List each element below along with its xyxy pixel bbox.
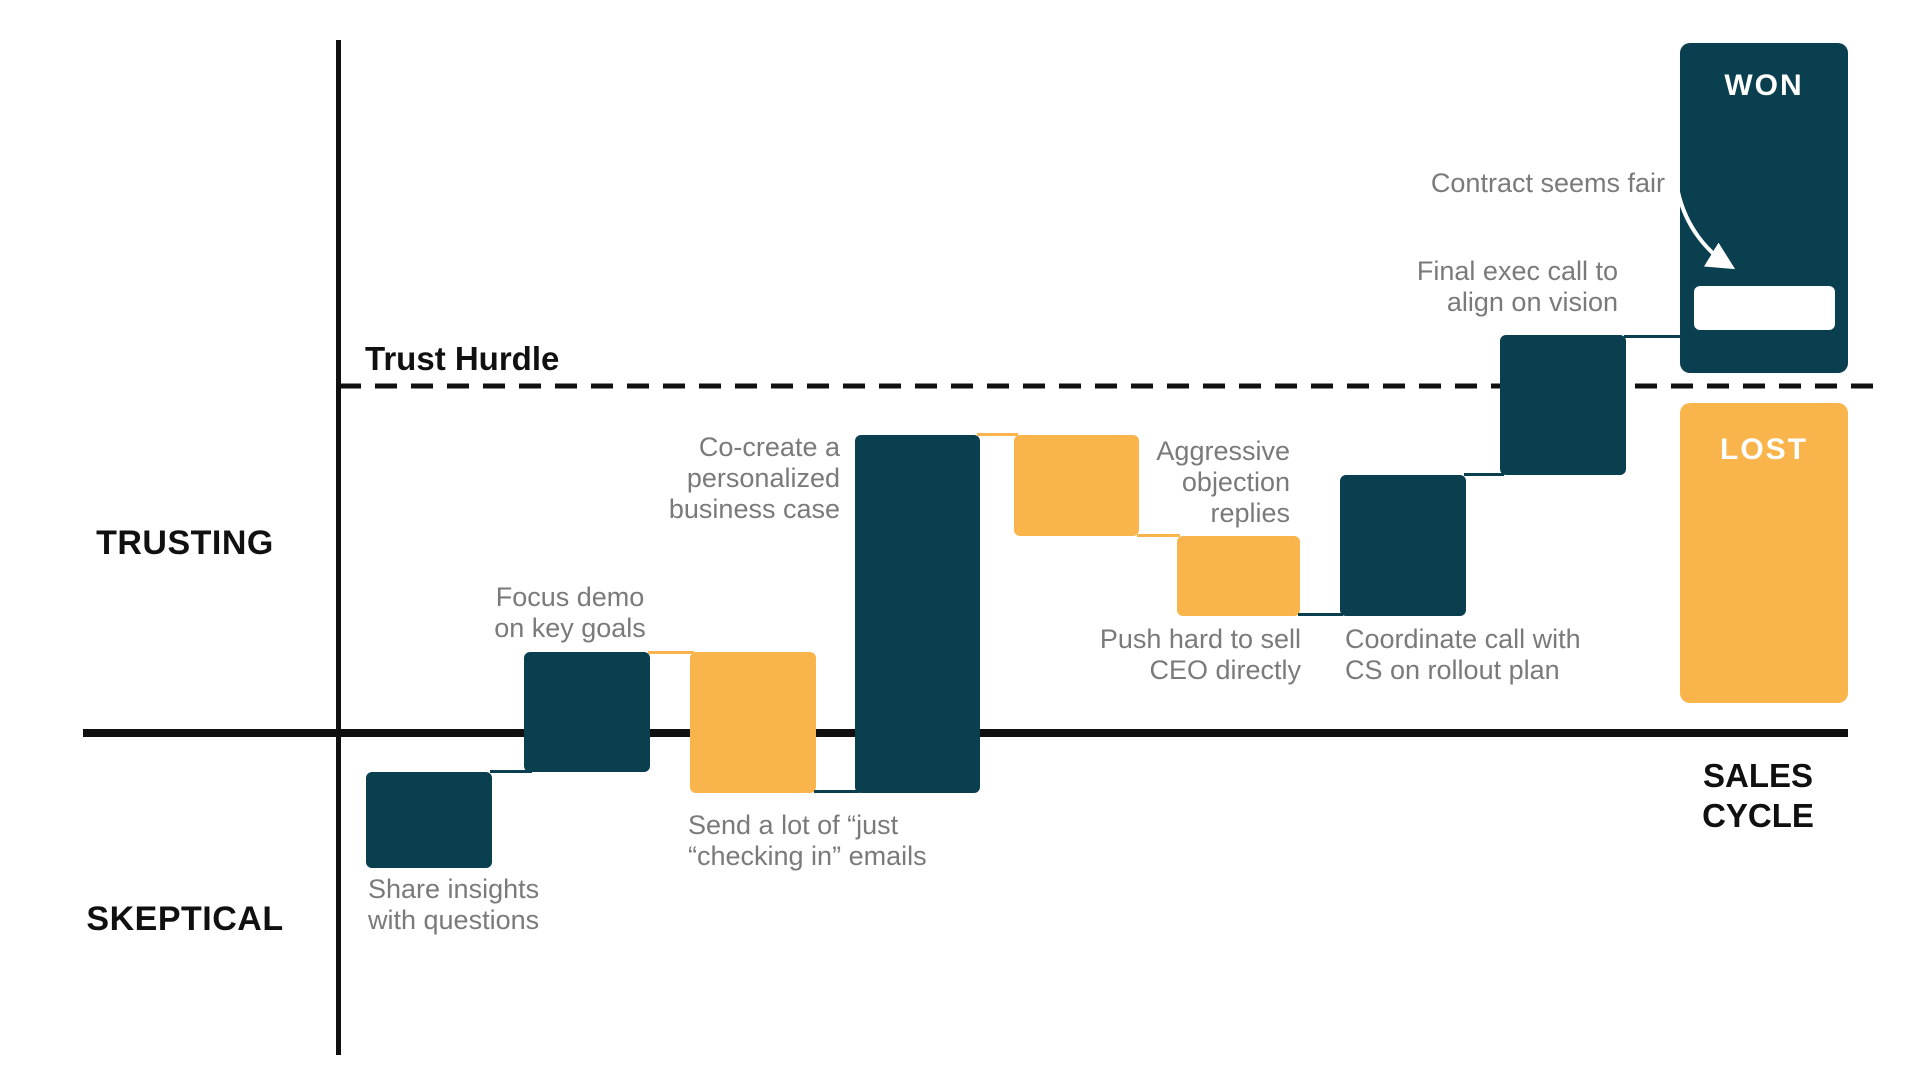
contract-annotation: Contract seems fair bbox=[1430, 168, 1665, 198]
step-bar-push-ceo bbox=[1177, 536, 1300, 616]
step-bar-focus-demo bbox=[524, 652, 650, 772]
label-focus-demo: Focus demo on key goals bbox=[494, 582, 646, 643]
step-bar-cocreate-business-case bbox=[855, 435, 980, 793]
connector-final-to-won bbox=[1624, 335, 1684, 338]
step-bar-coordinate-cs bbox=[1340, 475, 1466, 616]
sales-cycle-line2: CYCLE bbox=[1702, 797, 1814, 834]
lost-label: LOST bbox=[1720, 433, 1808, 466]
connector-share-to-focus bbox=[490, 770, 532, 773]
step-bar-final-exec-call bbox=[1500, 335, 1626, 475]
connector-send-to-cocreate bbox=[814, 790, 859, 793]
step-bar-aggressive-replies bbox=[1014, 435, 1139, 536]
connector-focus-to-send bbox=[648, 651, 694, 654]
label-push-ceo: Push hard to sell CEO directly bbox=[1099, 624, 1301, 685]
y-axis-line bbox=[336, 40, 341, 1055]
label-checking-in-emails: Send a lot of “just “checking in” emails bbox=[688, 810, 927, 871]
label-aggressive-replies: Aggressive objection replies bbox=[1156, 436, 1290, 528]
curved-arrow-icon bbox=[1676, 190, 1736, 270]
connector-cocreate-to-aggressive bbox=[977, 433, 1018, 436]
contract-highlight-box bbox=[1694, 286, 1835, 330]
trust-hurdle-dashed-line bbox=[339, 383, 1879, 389]
step-bar-share-insights bbox=[366, 772, 492, 868]
connector-aggressive-to-push bbox=[1137, 534, 1180, 537]
label-final-exec-call: Final exec call to align on vision bbox=[1416, 256, 1618, 317]
label-cocreate-business-case: Co-create a personalized business case bbox=[668, 432, 840, 524]
won-label: WON bbox=[1724, 69, 1804, 102]
skeptical-axis-label: SKEPTICAL bbox=[86, 900, 284, 938]
label-share-insights: Share insights with questions bbox=[368, 874, 540, 935]
label-coordinate-cs: Coordinate call with CS on rollout plan bbox=[1345, 624, 1581, 685]
connector-coordinate-to-final bbox=[1464, 473, 1504, 476]
won-box: WON bbox=[1680, 43, 1848, 373]
trusting-axis-label: TRUSTING bbox=[96, 524, 274, 562]
step-bar-checking-in-emails bbox=[690, 652, 816, 793]
trust-hurdle-label: Trust Hurdle bbox=[365, 340, 560, 377]
connector-push-to-coordinate bbox=[1298, 613, 1343, 616]
lost-box: LOST bbox=[1680, 403, 1848, 703]
sales-cycle-line1: SALES bbox=[1702, 757, 1814, 794]
sales-cycle-axis-label: SALES CYCLE bbox=[1658, 756, 1858, 836]
